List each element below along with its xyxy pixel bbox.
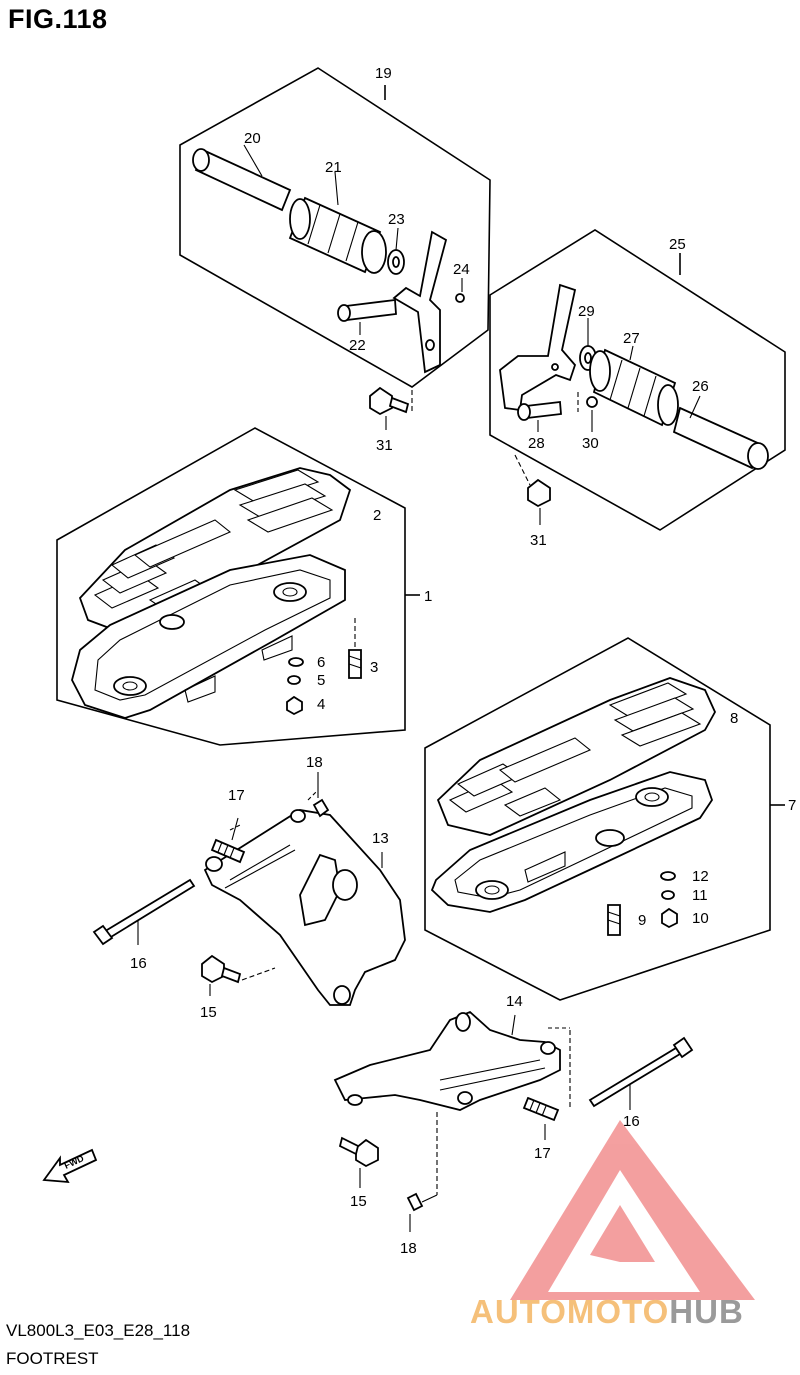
callout-24: 24 [453,261,470,278]
callout-22: 22 [349,337,366,354]
model-code: VL800L3_E03_E28_118 [6,1321,191,1340]
assembly-box-19 [179,67,491,388]
figure-caption: FOOTREST [6,1349,99,1368]
part-30-circlip [577,392,598,432]
part-22-bolt [337,298,397,335]
part-1-floorboard [71,554,346,719]
part-16-bolt-left [92,878,196,946]
part-4-nut [286,695,303,716]
callout-17-lower: 17 [534,1145,551,1162]
part-6-washer [288,657,304,667]
figure-title: FIG.118 [8,4,108,34]
callout-31-lower: 31 [530,532,547,549]
part-16-bolt-right [588,1036,694,1110]
part-7-floorboard [430,771,713,913]
callout-16-left: 16 [130,955,147,972]
part-17-spring-left [210,817,246,864]
part-31-bolt-upper [369,386,413,430]
callout-13: 13 [372,830,389,847]
callout-8: 8 [730,710,738,727]
part-18-clip-left [312,772,330,818]
part-3-stud-bolt [348,618,362,679]
assembly-box-7 [424,637,785,1001]
callout-11: 11 [692,887,708,904]
part-9-stud-bolt [607,904,621,936]
callout-6: 6 [317,654,325,671]
part-15-bolt-right [338,1136,379,1188]
watermark-text-automoto: AUTOMOTO [470,1293,670,1330]
watermark-text: AUTOMOTOHUB [470,1293,744,1331]
callout-27: 27 [623,330,640,347]
part-21-peg-rubber [288,171,387,274]
callout-1: 1 [424,588,432,605]
callout-10: 10 [692,910,709,927]
callout-5: 5 [317,672,325,689]
callout-25: 25 [669,236,686,253]
fwd-direction-arrow: FWD [42,1148,98,1184]
callout-21: 21 [325,159,342,176]
watermark-logo [510,1120,755,1300]
callout-19: 19 [375,65,392,82]
assembly-box-1 [56,427,420,746]
callout-14: 14 [506,993,523,1010]
part-12-washer [660,871,676,881]
callout-17-upper: 17 [228,787,245,804]
callout-7: 7 [788,797,796,814]
callout-31-upper: 31 [376,437,393,454]
callout-3: 3 [370,659,378,676]
part-20-pin [192,144,292,212]
callout-12: 12 [692,868,709,885]
callout-26: 26 [692,378,709,395]
part-8-rubber-pad [436,677,717,836]
part-5-washer [287,675,301,685]
callout-4: 4 [317,696,325,713]
part-24-bracket [392,230,465,374]
part-23-washer [387,227,405,275]
part-31-bolt-lower [514,454,551,525]
callout-18-lower: 18 [400,1240,417,1257]
callout-29: 29 [578,303,595,320]
part-18-clip-right [406,1112,438,1232]
part-17-spring-right [522,1096,560,1140]
part-11-washer [661,890,675,900]
callout-20: 20 [244,130,261,147]
callout-16-right: 16 [623,1113,640,1130]
callout-15-right: 15 [350,1193,367,1210]
assembly-box-25 [489,229,786,531]
callout-28: 28 [528,435,545,452]
part-25-bracket [499,283,577,412]
part-10-nut [661,907,678,929]
part-13-left-bracket [203,789,406,1006]
part-28-bolt [517,400,562,432]
callout-30: 30 [582,435,599,452]
part-26-pin [672,395,769,470]
part-14-right-bracket [333,1010,571,1111]
callout-18-upper: 18 [306,754,323,771]
callout-2: 2 [373,507,381,524]
watermark-text-hub: HUB [669,1293,744,1330]
callout-23: 23 [388,211,405,228]
callout-15-left: 15 [200,1004,217,1021]
callout-9: 9 [638,912,646,929]
part-27-peg-rubber [589,345,679,427]
part-15-bolt-left [201,954,276,996]
